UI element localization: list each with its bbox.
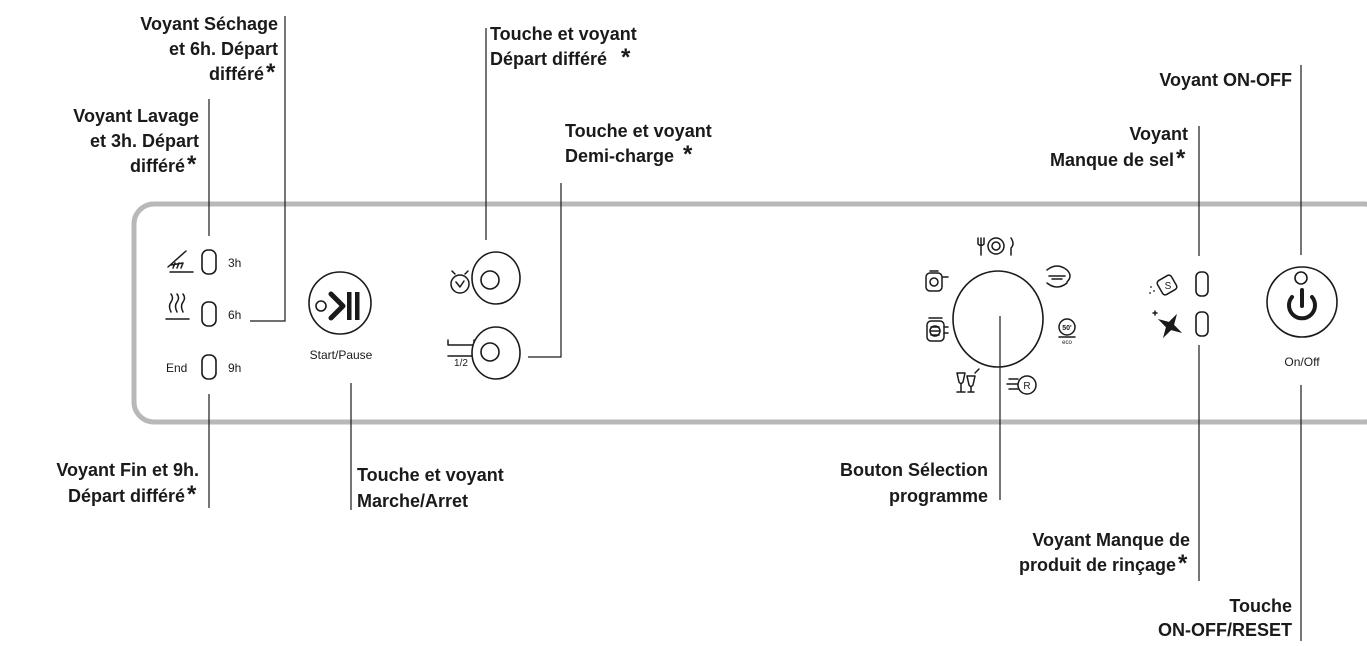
delayed-start-led — [480, 270, 500, 290]
callout-sechage-asterisk: * — [266, 59, 276, 86]
callout-selection: Bouton Sélection programme — [840, 460, 988, 506]
callout-lavage-asterisk: * — [187, 151, 197, 178]
wash-indicator-led — [201, 249, 217, 275]
callout-sechage-line-3: différé — [209, 64, 264, 84]
indicator-row-wash: 3h — [167, 249, 241, 275]
on-off-label: On/Off — [1284, 355, 1320, 369]
callout-reset: Touche ON-OFF/RESET — [1158, 596, 1292, 640]
wash-icon — [167, 250, 194, 273]
callout-demi-charge-line-1: Touche et voyant — [565, 121, 712, 141]
callout-fin: Voyant Fin et 9h. Départ différé * — [56, 460, 199, 508]
half-load-led — [480, 342, 500, 362]
callout-depart-differe-line-2: Départ différé — [490, 49, 607, 69]
eco-50-text: 50' — [1062, 325, 1072, 332]
callout-marche-arret: Touche et voyant Marche/Arret — [357, 465, 504, 511]
callout-depart-differe-asterisk: * — [621, 44, 631, 71]
callout-reset-line-2: ON-OFF/RESET — [1158, 620, 1292, 640]
eco-subtext: eco — [1062, 340, 1072, 346]
glass-icon — [956, 368, 980, 393]
rinse-aid-indicator-led — [1195, 311, 1209, 337]
callout-lavage-line-3: différé — [130, 156, 185, 176]
callout-rincage-line-2: produit de rinçage — [1019, 555, 1176, 575]
quick-wash-icon — [1046, 265, 1071, 288]
callout-fin-line-2: Départ différé — [68, 486, 185, 506]
rapid-r-icon: R — [1006, 375, 1037, 395]
callout-fin-asterisk: * — [187, 481, 197, 508]
eco-50-icon: 50' eco — [1058, 318, 1076, 346]
callout-marche-arret-line-1: Touche et voyant — [357, 465, 504, 485]
control-panel-frame — [131, 201, 1367, 425]
on-off-button[interactable] — [1266, 266, 1338, 338]
callout-depart-differe-line-1: Touche et voyant — [490, 24, 637, 44]
callout-sel: Voyant Manque de sel * — [1050, 124, 1188, 172]
callout-sel-line-1: Voyant — [1129, 124, 1188, 144]
callout-on-off-line-1: Voyant ON-OFF — [1159, 70, 1292, 90]
indicator-row-dry: 6h — [165, 293, 241, 327]
callout-rincage: Voyant Manque de produit de rinçage * — [1019, 530, 1190, 577]
salt-icon: S — [1149, 274, 1178, 296]
delayed-start-button[interactable] — [471, 251, 521, 305]
callout-demi-charge-line-2: Demi-charge — [565, 146, 674, 166]
salt-icon-text: S — [1165, 281, 1172, 292]
callout-sechage-line-2: et 6h. Départ — [169, 39, 278, 59]
callout-sechage-line-1: Voyant Séchage — [140, 14, 278, 34]
callout-rincage-line-1: Voyant Manque de — [1032, 530, 1190, 550]
half-load-button[interactable] — [471, 326, 521, 380]
callout-fin-line-1: Voyant Fin et 9h. — [56, 460, 199, 480]
start-pause-led — [315, 300, 327, 312]
callout-lavage: Voyant Lavage et 3h. Départ différé * — [73, 106, 199, 178]
indicator-hours-6h: 6h — [228, 308, 241, 322]
leader-sechage — [250, 16, 286, 322]
callout-reset-line-1: Touche — [1229, 596, 1292, 616]
indicator-hours-9h: 9h — [228, 361, 241, 375]
callout-sel-asterisk: * — [1176, 145, 1186, 172]
on-off-led — [1294, 271, 1308, 285]
dry-icon — [165, 293, 190, 320]
callout-demi-charge-asterisk: * — [683, 141, 693, 168]
callout-depart-differe: Touche et voyant Départ différé * — [490, 24, 637, 71]
dry-indicator-led — [201, 301, 217, 327]
intensive-pot-icon — [926, 317, 949, 342]
callout-marche-arret-line-2: Marche/Arret — [357, 491, 468, 511]
callout-on-off: Voyant ON-OFF — [1159, 70, 1292, 90]
callout-sel-line-2: Manque de sel — [1050, 150, 1174, 170]
half-load-text: 1/2 — [454, 358, 468, 369]
start-pause-label: Start/Pause — [310, 348, 373, 362]
callout-selection-line-1: Bouton Sélection — [840, 460, 988, 480]
salt-indicator-led — [1195, 271, 1209, 297]
rinse-aid-icon — [1152, 310, 1183, 339]
start-pause-button[interactable] — [308, 271, 372, 335]
end-indicator-led — [201, 354, 217, 380]
callout-sechage: Voyant Séchage et 6h. Départ différé * — [140, 14, 278, 86]
indicator-row-end: End 9h — [166, 354, 241, 380]
end-icon-text: End — [166, 361, 187, 375]
power-icon — [1287, 288, 1317, 321]
daily-pan-icon — [925, 270, 949, 292]
callout-rincage-asterisk: * — [1178, 550, 1188, 577]
play-pause-icon — [328, 291, 360, 321]
callout-lavage-line-2: et 3h. Départ — [90, 131, 199, 151]
cutlery-plate-icon — [977, 237, 1014, 256]
program-selector-ring[interactable] — [952, 270, 1044, 368]
callout-selection-line-2: programme — [889, 486, 988, 506]
callout-demi-charge: Touche et voyant Demi-charge * — [565, 121, 712, 168]
callout-lavage-line-1: Voyant Lavage — [73, 106, 199, 126]
rapid-r-text: R — [1023, 381, 1030, 392]
indicator-hours-3h: 3h — [228, 256, 241, 270]
program-selector-knob[interactable] — [952, 270, 1044, 368]
delayed-start-icon — [450, 270, 470, 294]
leader-demi-charge — [528, 183, 562, 358]
